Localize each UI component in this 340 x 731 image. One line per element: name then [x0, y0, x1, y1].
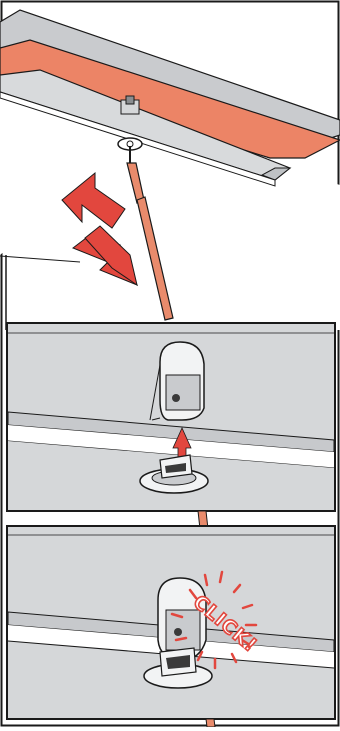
- support-rod: [117, 137, 174, 321]
- ceiling-clip: [120, 95, 140, 115]
- align-panel: [6, 322, 336, 530]
- click-burst-icon: [170, 570, 258, 670]
- rod-connector: [139, 454, 209, 494]
- ceiling-underside: [0, 80, 340, 330]
- arrow-up-icon: [61, 171, 126, 229]
- salmon-band: [0, 39, 340, 159]
- clip-engaged: [143, 577, 213, 689]
- arrow-down-icon: [71, 225, 138, 287]
- ceiling-clip-closeup: [149, 341, 205, 421]
- snap-panel: CLICK!: [6, 525, 336, 728]
